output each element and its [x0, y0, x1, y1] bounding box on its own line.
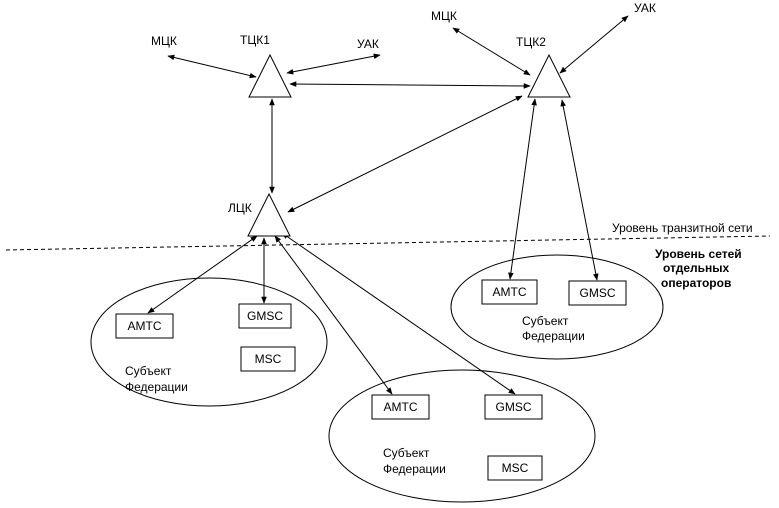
link-lck-tck2: [287, 95, 523, 213]
transit-level-label: Уровень транзитной сети: [612, 221, 753, 235]
link-tck2-uak: [559, 15, 629, 74]
tck2-node-triangle: [527, 53, 571, 98]
link-mck-tck1: [167, 54, 257, 79]
lck-label: ЛЦК: [228, 201, 252, 215]
gmsc-box-left: [238, 303, 292, 329]
operators-level-label-2: отдельных: [663, 261, 730, 275]
link-tck2-gmsc-right: [560, 99, 599, 281]
lck-node-triangle: [247, 192, 291, 237]
amts-box-right: [481, 279, 538, 305]
gmsc-label-right: GMSC: [580, 286, 616, 300]
subject-ellipse-right: [450, 254, 664, 360]
link-tck1-tck2: [289, 81, 531, 89]
link-lck-amts-left: [147, 235, 258, 314]
amts-box-bottom: [371, 394, 430, 420]
mck-left-label: МЦК: [151, 34, 177, 48]
amts-label-left: АМТС: [128, 319, 162, 333]
subject-title-right-1: Субъект: [522, 314, 569, 328]
subject-title-left-2: Федерации: [125, 380, 188, 394]
msc-box-bottom: [487, 455, 543, 481]
amts-label-right: АМТС: [493, 285, 527, 299]
gmsc-box-right: [568, 280, 627, 306]
msc-label-left: MSC: [255, 352, 282, 366]
msc-box-left: [240, 346, 296, 372]
subject-title-bottom-1: Субъект: [383, 446, 430, 460]
operators-level-label-3: операторов: [661, 276, 731, 290]
mck-right-label: МЦК: [431, 9, 457, 23]
gmsc-label-left: GMSC: [247, 309, 283, 323]
tck2-label: ТЦК2: [516, 35, 546, 49]
subject-title-bottom-2: Федерации: [383, 462, 446, 476]
gmsc-label-bottom: GMSC: [496, 400, 532, 414]
msc-label-bottom: MSC: [502, 461, 529, 475]
link-mck-tck2: [452, 27, 531, 76]
link-tck2-amts-right: [508, 98, 537, 280]
tck1-label: ТЦК1: [240, 33, 270, 47]
amts-label-bottom: АМТС: [384, 400, 418, 414]
uak-left-label: УАК: [357, 37, 379, 51]
subject-ellipse-bottom: [328, 369, 596, 503]
amts-box-left: [115, 313, 174, 339]
uak-right-label: УАК: [634, 1, 656, 15]
subject-title-left-1: Субъект: [125, 364, 172, 378]
link-tck1-uak: [286, 53, 381, 75]
gmsc-box-bottom: [484, 394, 543, 420]
link-lck-gmsc-bottom: [281, 232, 516, 395]
tck1-node-triangle: [248, 53, 292, 98]
subject-title-right-2: Федерации: [522, 329, 585, 343]
level-separator-line: [5, 235, 771, 251]
operators-level-label-1: Уровень сетей: [655, 247, 742, 261]
